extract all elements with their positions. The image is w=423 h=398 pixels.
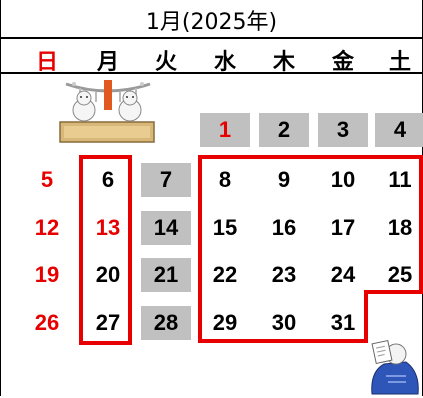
day-cell-20: 20 [95,262,121,287]
day-cell-13: 13 [95,215,121,240]
day-cell-27: 27 [95,310,121,335]
day-cell-29: 29 [212,310,238,335]
day-cell-15: 15 [212,215,238,240]
day-cell-26: 26 [34,310,60,335]
day-cell-16: 16 [271,215,297,240]
weekday-label: 月 [96,50,119,75]
day-cell-2: 2 [259,113,309,147]
weekday-label: 木 [272,50,295,75]
day-cell-5: 5 [40,167,54,192]
day-cell-8: 8 [218,167,232,192]
day-cell-22: 22 [212,262,238,287]
weekday-label: 水 [213,50,236,75]
reading-person-illustration [371,339,419,395]
day-cell-31: 31 [330,310,356,335]
day-cell-28: 28 [141,306,191,340]
day-cell-3: 3 [318,113,368,147]
day-cell-11: 11 [388,167,412,192]
weekday-label: 土 [388,50,411,75]
day-cell-1: 1 [200,113,250,147]
weekday-label: 火 [154,50,177,75]
day-cell-24: 24 [330,262,356,287]
day-cell-19: 19 [34,262,60,287]
day-cell-12: 12 [34,215,60,240]
day-cell-6: 6 [101,167,115,192]
weekday-label: 金 [331,50,354,75]
day-cell-9: 9 [277,167,291,192]
day-cell-23: 23 [271,262,297,287]
day-cell-18: 18 [387,215,413,240]
weekday-divider [0,72,423,74]
new-year-shrine-illustration [59,80,155,143]
day-cell-4: 4 [375,113,423,147]
day-cell-17: 17 [330,215,356,240]
day-cell-7: 7 [141,163,191,197]
title-divider [0,37,423,39]
weekday-label: 日 [35,50,58,75]
day-cell-30: 30 [271,310,297,335]
day-cell-21: 21 [141,258,191,292]
day-cell-14: 14 [141,211,191,245]
calendar-title: 1月(2025年) [145,10,278,35]
day-cell-25: 25 [387,262,413,287]
highlight-monday-column [79,155,132,345]
day-cell-10: 10 [330,167,356,192]
